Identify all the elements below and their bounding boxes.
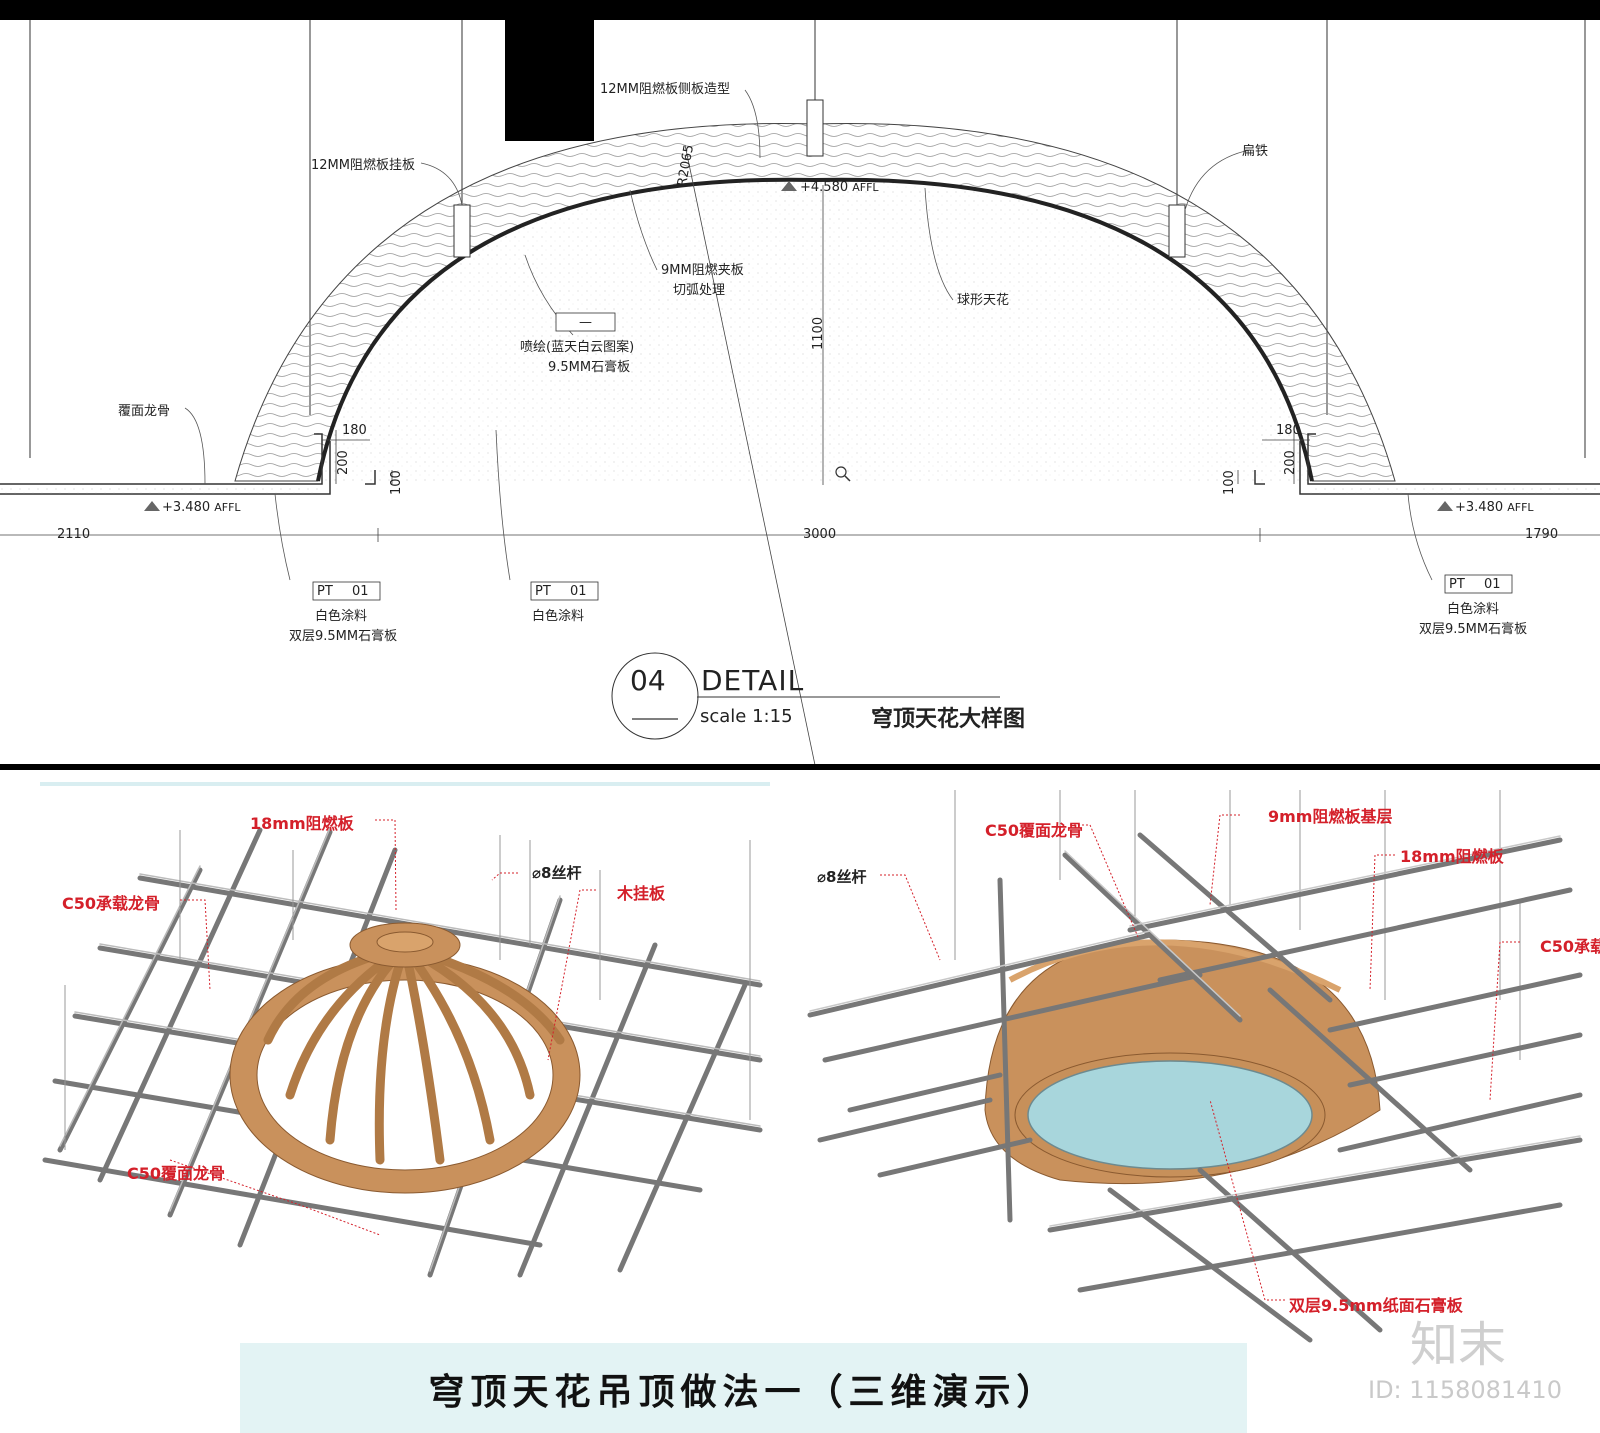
level-side-left: +3.480 AFFL (162, 500, 241, 515)
note-spherical: 球形天花 (957, 293, 1010, 308)
tag-pt-right: PT (1449, 577, 1465, 592)
title-number: 04 (630, 664, 666, 697)
tag-pt-left: PT (317, 584, 333, 599)
tag-pt-mid: PT (535, 584, 551, 599)
note-double-right: 双层9.5MM石膏板 (1419, 622, 1528, 637)
note-paint-1: 喷绘(蓝天白云图案) (520, 340, 635, 355)
title-scale: scale 1:15 (700, 706, 793, 727)
ceiling-slab (0, 0, 1600, 20)
label-left-c50-cover: C50覆面龙骨 (127, 1164, 226, 1183)
note-hanging-panel: 12MM阻燃板挂板 (311, 158, 415, 173)
note-white-mid: 白色涂料 (532, 609, 585, 624)
level-side-right: +3.480 AFFL (1455, 500, 1534, 515)
label-right-9mm: 9mm阻燃板基层 (1268, 807, 1393, 826)
label-left-rod: ⌀8丝杆 (532, 864, 582, 882)
beam-block (505, 20, 594, 141)
tag-num-left: 01 (352, 584, 369, 599)
caption-box: 穹顶天花吊顶做法一（三维演示） (240, 1343, 1247, 1433)
level-top: +4.580 AFFL (800, 180, 879, 195)
title-word: DETAIL (701, 664, 805, 697)
label-left-c50-bearing: C50承载龙骨 (62, 894, 161, 913)
dim-right: 1790 (1525, 527, 1559, 542)
note-side-panel: 12MM阻燃板侧板造型 (600, 82, 730, 97)
note-white-left: 白色涂料 (315, 609, 368, 624)
label-right-rod: ⌀8丝杆 (817, 868, 867, 886)
note-paint-2: 9.5MM石膏板 (548, 360, 631, 375)
label-right-18mm: 18mm阻燃板 (1400, 847, 1504, 866)
dome-interior (318, 179, 1312, 481)
brand-watermark: 知末 (1410, 1317, 1507, 1373)
dim-center: 3000 (803, 527, 837, 542)
note-plywood-1: 9MM阻燃夹板 (661, 263, 744, 278)
id-text: ID: 1158081410 (1368, 1376, 1562, 1404)
plywood-arc (316, 177, 1314, 482)
label-right-gypsum: 双层9.5mm纸面石膏板 (1289, 1296, 1463, 1315)
label-right-c50-bearing: C50承载 (1540, 937, 1600, 956)
note-double-left: 双层9.5MM石膏板 (289, 629, 398, 644)
tag-blank: — (579, 315, 592, 330)
cad-linework (0, 0, 1600, 770)
note-cover-keel: 覆面龙骨 (118, 404, 171, 419)
title-cn: 穹顶天花大样图 (871, 707, 1026, 732)
label-left-18mm: 18mm阻燃板 (250, 814, 354, 833)
note-plywood-2: 切弧处理 (673, 283, 726, 298)
label-right-c50-cover: C50覆面龙骨 (985, 821, 1084, 840)
tag-num-right: 01 (1484, 577, 1501, 592)
label-left-wood: 木挂板 (617, 884, 666, 903)
dim-left: 2110 (57, 527, 91, 542)
caption-text: 穹顶天花吊顶做法一（三维演示） (428, 1372, 1059, 1413)
note-white-right: 白色涂料 (1447, 602, 1500, 617)
tag-num-mid: 01 (570, 584, 587, 599)
dim-180-left: 180 (342, 423, 367, 438)
note-flat-iron: 扁铁 (1242, 144, 1269, 159)
dim-180-right: 180 (1276, 423, 1301, 438)
